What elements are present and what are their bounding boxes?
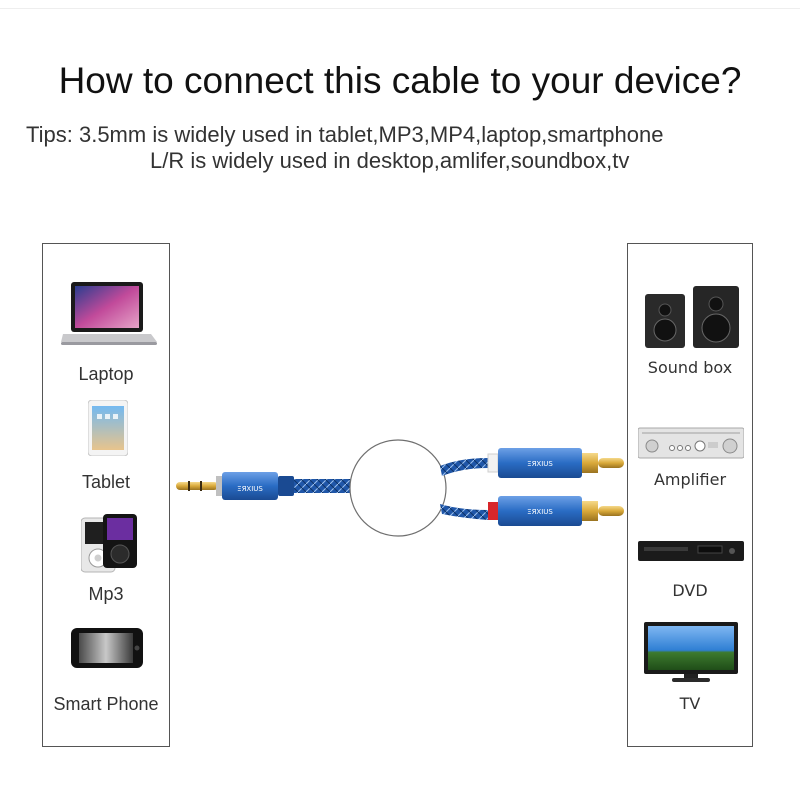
device-mp3: Mp3 <box>43 514 169 614</box>
device-label: Smart Phone <box>53 694 159 714</box>
device-amplifier: Amplifier <box>628 426 752 516</box>
rca-plug-white: ΞЯXIUS <box>487 448 624 478</box>
device-smartphone: Smart Phone <box>43 626 169 726</box>
device-label: Sound box <box>647 358 733 377</box>
splitter-magnifier <box>349 439 447 537</box>
braided-cable <box>294 479 354 493</box>
device-label: Mp3 <box>88 584 124 604</box>
device-dvd: DVD <box>628 539 752 619</box>
device-label: Laptop <box>78 364 134 384</box>
device-label: DVD <box>672 581 708 600</box>
tips-line-1: Tips: 3.5mm is widely used in tablet,MP3… <box>26 122 664 147</box>
smartphone-icon <box>71 628 143 668</box>
device-tablet: Tablet <box>43 400 169 500</box>
tips-line-2: L/R is widely used in desktop,amlifer,so… <box>150 148 630 173</box>
left-device-panel: Laptop Tablet Mp3 <box>42 243 170 747</box>
dvd-player-icon <box>638 541 744 561</box>
brand-mark: ΞЯXIUS <box>527 460 553 468</box>
mp3-player-icon <box>81 514 137 573</box>
device-label: Amplifier <box>653 470 727 489</box>
device-tv: TV <box>628 622 752 722</box>
brand-mark: ΞЯXIUS <box>527 508 553 516</box>
page-title: How to connect this cable to your device… <box>58 60 742 101</box>
amplifier-icon <box>638 427 744 459</box>
aux-to-rca-cable: ΞЯXIUS ΞЯXIUS ΞЯXIUS <box>176 439 624 537</box>
3-5mm-plug: ΞЯXIUS <box>176 472 294 500</box>
laptop-icon <box>61 282 157 345</box>
top-divider <box>0 8 800 9</box>
brand-mark: ΞЯXIUS <box>237 485 263 493</box>
right-device-panel: Sound box Amplifier DVD <box>627 243 753 747</box>
rca-plug-red: ΞЯXIUS <box>488 496 624 526</box>
device-label: TV <box>679 694 701 713</box>
speakers-icon <box>645 286 739 348</box>
device-sound-box: Sound box <box>628 284 752 384</box>
device-laptop: Laptop <box>43 280 169 400</box>
tablet-icon <box>88 400 128 456</box>
tv-icon <box>644 622 738 682</box>
device-label: Tablet <box>81 472 131 492</box>
